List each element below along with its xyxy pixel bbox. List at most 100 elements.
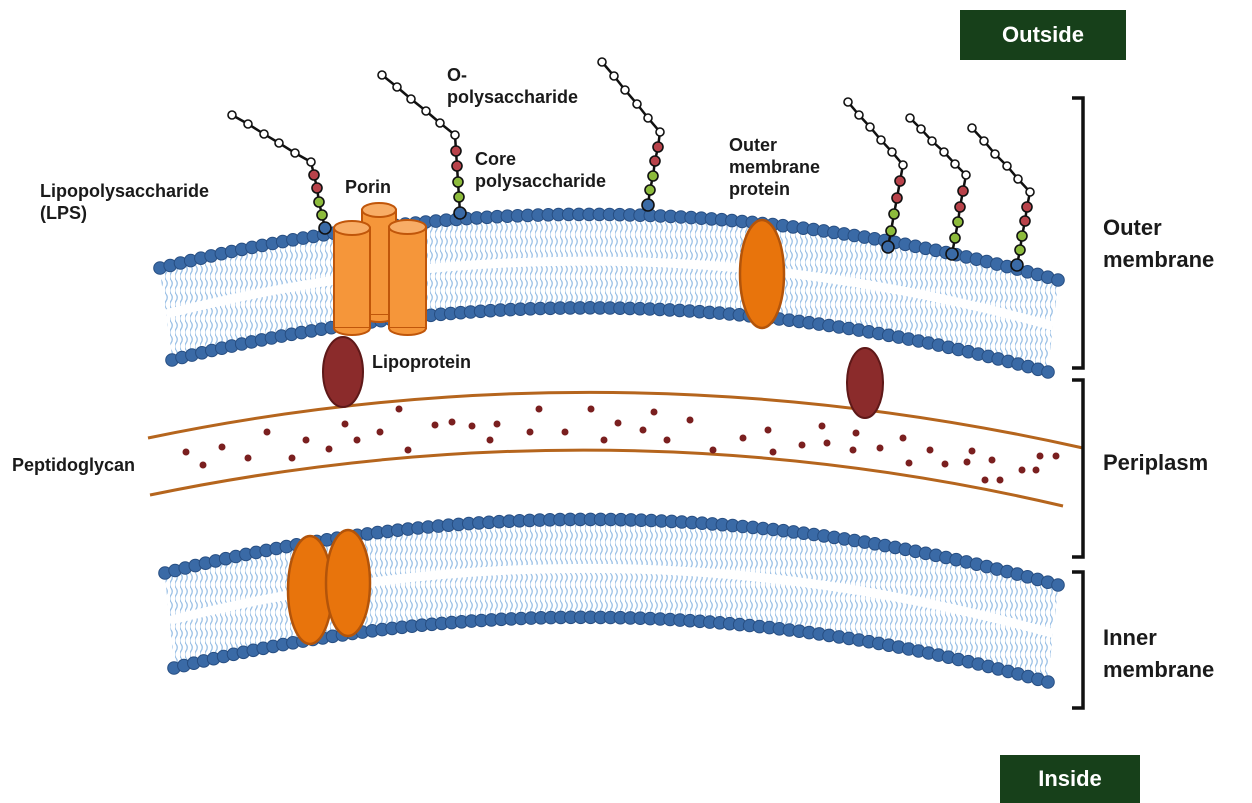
peptidoglycan-dot <box>770 449 777 456</box>
porin-cylinder-body <box>389 227 426 328</box>
lipoprotein-label: Lipoprotein <box>372 351 471 373</box>
core-green-bead <box>645 185 655 195</box>
o-antigen-bead <box>962 171 970 179</box>
peptidoglycan-dot <box>405 447 412 454</box>
periplasm-label: Periplasm <box>1103 447 1208 479</box>
o-antigen-bead <box>1003 162 1011 170</box>
core-red-bead <box>892 193 902 203</box>
porin-subunit-right <box>389 220 426 335</box>
lipid-a-head <box>319 222 331 234</box>
peptidoglycan-dot <box>664 437 671 444</box>
peptidoglycan-dot <box>303 437 310 444</box>
peptidoglycan-dot <box>850 447 857 454</box>
peptidoglycan-dot <box>601 437 608 444</box>
peptidoglycan-dot <box>1033 467 1040 474</box>
core-green-bead <box>648 171 658 181</box>
lipid-a-head <box>882 241 894 253</box>
o-antigen-bead <box>888 148 896 156</box>
lps-chain-line <box>848 102 903 247</box>
o-antigen-bead <box>644 114 652 122</box>
peptidoglycan-dot <box>640 427 647 434</box>
peptidoglycan-dot <box>710 447 717 454</box>
lipid-a-head <box>1011 259 1023 271</box>
core-green-bead <box>453 177 463 187</box>
periplasm-bracket <box>1072 380 1083 557</box>
peptidoglycan-layer <box>148 392 1083 506</box>
porin-subunit-left <box>334 221 370 335</box>
peptidoglycan-dot <box>982 477 989 484</box>
o-antigen-bead <box>980 137 988 145</box>
peptidoglycan-dot <box>396 406 403 413</box>
head-upper <box>1052 274 1065 287</box>
inner-membrane-label: Inner membrane <box>1103 622 1214 686</box>
o-antigen-bead <box>1026 188 1034 196</box>
core-green-bead <box>886 226 896 236</box>
porin-cylinder-body <box>334 228 370 328</box>
o-antigen-bead <box>656 128 664 136</box>
head-upper <box>1052 579 1065 592</box>
porin-label: Porin <box>345 176 391 198</box>
o-antigen-bead <box>275 139 283 147</box>
o-antigen-bead <box>610 72 618 80</box>
peptidoglycan-dot <box>487 437 494 444</box>
peptidoglycan-dot <box>219 444 226 451</box>
peptidoglycan-dot <box>264 429 271 436</box>
peptidoglycan-dot <box>354 437 361 444</box>
peptidoglycan-dot <box>765 427 772 434</box>
inside-box: Inside <box>1000 755 1140 803</box>
core-green-bead <box>317 210 327 220</box>
lipid-a-head <box>454 207 466 219</box>
head-lower <box>1042 366 1055 379</box>
region-brackets <box>1072 98 1083 708</box>
peptidoglycan-dot <box>819 423 826 430</box>
peptidoglycan-dot <box>469 423 476 430</box>
outside-box: Outside <box>960 10 1126 60</box>
peptidoglycan-dot <box>900 435 907 442</box>
lipid-a-head <box>642 199 654 211</box>
peptidoglycan-dot <box>326 446 333 453</box>
o-polysaccharide-label: O- polysaccharide <box>447 64 578 108</box>
o-antigen-bead <box>451 131 459 139</box>
peptidoglycan-dot <box>245 455 252 462</box>
o-antigen-bead <box>928 137 936 145</box>
o-antigen-bead <box>307 158 315 166</box>
core-polysaccharide-label: Core polysaccharide <box>475 148 606 192</box>
peptidoglycan-dot <box>449 419 456 426</box>
core-red-bead <box>895 176 905 186</box>
core-red-bead <box>451 146 461 156</box>
peptidoglycan-dot <box>494 421 501 428</box>
core-red-bead <box>452 161 462 171</box>
peptidoglycan-label: Peptidoglycan <box>12 454 135 476</box>
o-antigen-bead <box>951 160 959 168</box>
o-antigen-bead <box>228 111 236 119</box>
lipoprotein-right <box>847 348 883 418</box>
o-antigen-bead <box>621 86 629 94</box>
core-green-bead <box>889 209 899 219</box>
peptidoglycan-dot <box>877 445 884 452</box>
peptidoglycan-dot <box>906 460 913 467</box>
peptidoglycan-dot <box>799 442 806 449</box>
peptidoglycan-line-top <box>148 392 1083 448</box>
peptidoglycan-dot <box>432 422 439 429</box>
o-antigen-bead <box>378 71 386 79</box>
inner-membrane-protein-right <box>326 530 370 636</box>
lipid-a-head <box>946 248 958 260</box>
o-antigen-bead <box>917 125 925 133</box>
o-antigen-bead <box>598 58 606 66</box>
o-antigen-bead <box>968 124 976 132</box>
peptidoglycan-dot <box>969 448 976 455</box>
peptidoglycan-dot <box>183 449 190 456</box>
core-green-bead <box>1015 245 1025 255</box>
o-antigen-bead <box>260 130 268 138</box>
outside-label: Outside <box>1002 22 1084 48</box>
lps-chain-line <box>602 62 660 205</box>
peptidoglycan-dot <box>964 459 971 466</box>
core-red-bead <box>1022 202 1032 212</box>
peptidoglycan-dot <box>927 447 934 454</box>
peptidoglycan-dot <box>824 440 831 447</box>
o-antigen-bead <box>393 83 401 91</box>
core-green-bead <box>953 217 963 227</box>
core-green-bead <box>1017 231 1027 241</box>
outer-membrane-protein-label: Outer membrane protein <box>729 134 820 200</box>
peptidoglycan-dot <box>997 477 1004 484</box>
